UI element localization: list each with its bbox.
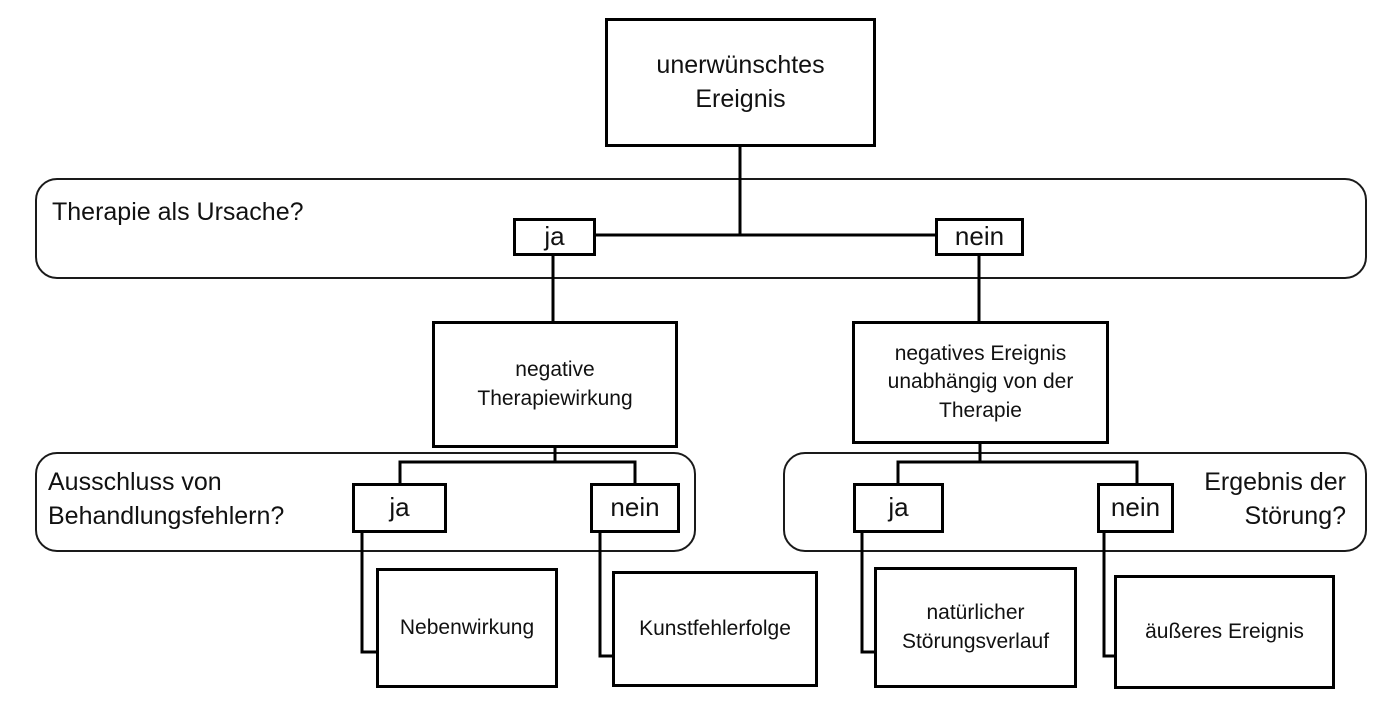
root-node-label: unerwünschtes Ereignis xyxy=(656,50,825,113)
answer-label: nein xyxy=(954,221,1005,252)
band-therapy-cause xyxy=(35,178,1367,279)
result-malpractice-consequence: Kunstfehlerfolge xyxy=(612,571,818,687)
outcome-negative-therapy-effect: negative Therapiewirkung xyxy=(432,321,678,448)
answer-right-no: nein xyxy=(1097,483,1174,533)
answer-label: ja xyxy=(888,492,909,523)
answer-label: ja xyxy=(389,492,410,523)
answer-label: nein xyxy=(1110,492,1161,523)
result-label: Nebenwirkung xyxy=(399,615,535,639)
answer-right-yes: ja xyxy=(853,483,944,533)
question-result-of-disorder: Ergebnis der Störung? xyxy=(1204,468,1346,530)
answer-label: nein xyxy=(610,492,660,523)
outcome-independent-of-therapy: negatives Ereignis unabhängig von der Th… xyxy=(852,321,1109,444)
result-external-event: äußeres Ereignis xyxy=(1114,575,1335,689)
result-label: natürlicher Störungsverlauf xyxy=(901,601,1050,653)
result-natural-disorder-course: natürlicher Störungsverlauf xyxy=(874,567,1077,688)
answer-left-no: nein xyxy=(590,483,680,533)
question-therapy-cause: Therapie als Ursache? xyxy=(52,198,304,226)
answer-therapy-cause-no: nein xyxy=(935,218,1024,256)
outcome-label: negative Therapiewirkung xyxy=(477,358,633,410)
answer-therapy-cause-yes: ja xyxy=(513,218,596,256)
result-label: Kunstfehlerfolge xyxy=(639,616,791,640)
root-node: unerwünschtes Ereignis xyxy=(605,18,876,147)
result-side-effect: Nebenwirkung xyxy=(376,568,558,688)
answer-left-yes: ja xyxy=(352,483,447,533)
answer-label: ja xyxy=(544,221,565,252)
result-label: äußeres Ereignis xyxy=(1145,619,1304,643)
question-exclusion-treatment-errors: Ausschluss von Behandlungsfehlern? xyxy=(48,468,285,530)
outcome-label: negatives Ereignis unabhängig von der Th… xyxy=(887,341,1074,422)
